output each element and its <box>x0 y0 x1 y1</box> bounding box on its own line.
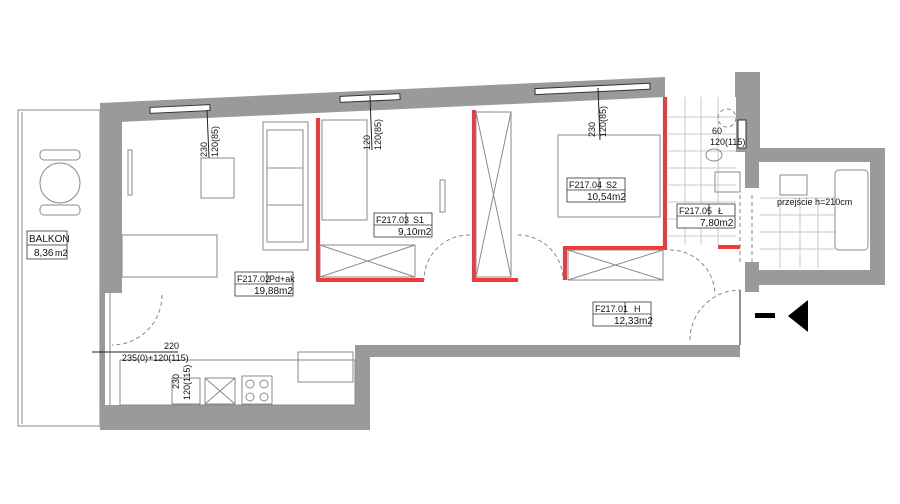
room-type: S2 <box>606 180 617 190</box>
room-label-bathroom: F217.05 Ł 7,80m2 <box>676 203 736 229</box>
room-code: F217.02 <box>237 274 270 284</box>
dining-table-icon <box>121 234 218 278</box>
room-code: F217.03 <box>376 215 409 225</box>
balcony <box>17 109 101 427</box>
toilet-icon <box>705 148 723 162</box>
dim-text: 120(115) <box>182 365 192 400</box>
chair-icon <box>39 149 81 161</box>
dimension-labels: 230 120(85) 120 120(85) 230 120(85) 60 1… <box>122 106 852 400</box>
doors <box>92 234 741 353</box>
room-label-hall: F217.01 H 12,33m2 <box>592 301 653 327</box>
walls <box>99 72 885 430</box>
tiles <box>668 97 869 268</box>
dim-text: 120(85) <box>210 126 220 157</box>
room-area: 7,80m2 <box>700 218 734 229</box>
dim-text: 60 <box>712 126 722 136</box>
dim-text: 230 <box>587 122 597 137</box>
double-bed-icon <box>557 134 661 218</box>
table-icon <box>39 162 81 204</box>
room-code: F217.04 <box>569 180 602 190</box>
dim-text: 120(115) <box>710 137 745 147</box>
shower-icon <box>717 108 737 128</box>
room-type: H <box>634 304 641 314</box>
room-label-bedroom2: F217.04 S2 10,54m2 <box>566 177 626 203</box>
wardrobe-icon <box>319 244 416 278</box>
dim-text: 120 <box>362 135 372 150</box>
stove-icon <box>241 375 273 405</box>
room-area: 12,33m2 <box>614 316 653 327</box>
highlighted-walls <box>316 97 740 282</box>
room-type: S1 <box>413 215 424 225</box>
room-type: Ł <box>718 206 723 216</box>
room-label-balcony: BALKON 8,36 m2 <box>26 230 70 260</box>
chair-icon <box>39 204 81 216</box>
furniture <box>119 111 664 406</box>
dim-text: 120(85) <box>598 106 608 137</box>
dim-text: 230 <box>171 374 181 389</box>
room-label-living: F217.02 Pd+ak 19,88m2 <box>234 271 295 297</box>
passage-note: przejście h=210cm <box>777 197 852 207</box>
bathtub-icon <box>834 169 869 251</box>
dim-text: 235(0)+120(115) <box>122 353 189 363</box>
sofa-icon <box>262 121 309 251</box>
sink-icon <box>171 377 201 405</box>
room-area-unit: m2 <box>55 248 68 258</box>
kitchen-counter <box>119 359 356 406</box>
room-area: 19,88m2 <box>254 286 293 297</box>
room-code: F217.01 <box>595 304 628 314</box>
sink-icon <box>779 174 808 196</box>
dim-text: 230 <box>199 142 209 157</box>
room-area: 9,10m2 <box>398 227 432 238</box>
room-name: BALKON <box>29 234 70 245</box>
room-type: Pd+ak <box>269 274 295 284</box>
bed-icon <box>321 119 368 221</box>
entrance-arrow-icon <box>755 300 808 332</box>
windows <box>149 82 747 159</box>
dim-text: 120(85) <box>373 119 383 150</box>
room-label-bedroom1: F217.03 S1 9,10m2 <box>373 212 433 238</box>
room-area: 8,36 <box>34 248 54 259</box>
room-area: 10,54m2 <box>587 192 626 203</box>
dim-text: 220 <box>164 341 179 351</box>
tv-table-icon <box>200 157 235 199</box>
room-code: F217.05 <box>679 206 712 216</box>
